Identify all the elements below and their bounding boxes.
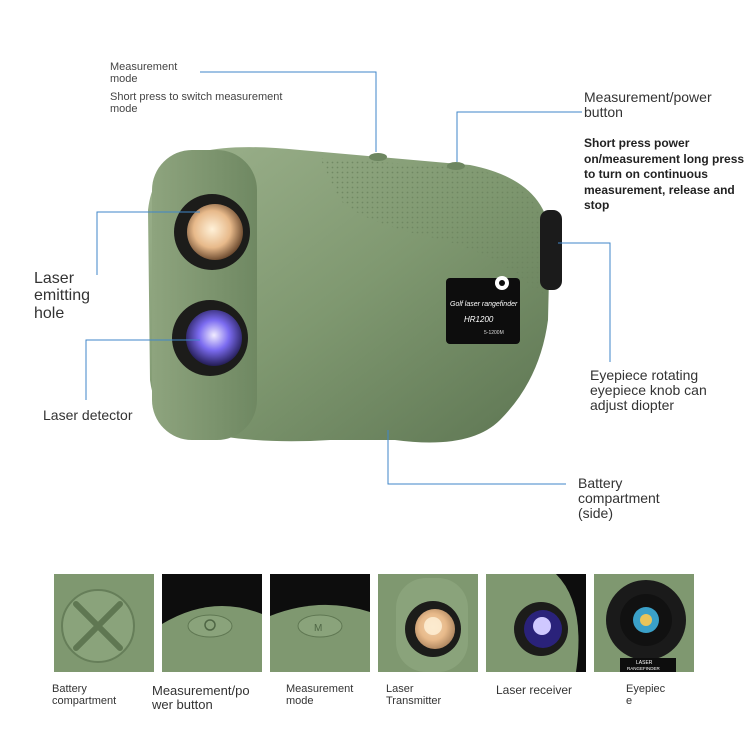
mode-title-label: Measurement mode <box>110 61 178 85</box>
battery-label: Battery compartment (side) <box>578 475 660 522</box>
mode-desc-label: Short press to switch measurement mode <box>110 91 283 115</box>
caption-power: Measurement/po wer button <box>152 683 250 712</box>
eyepiece-knob <box>540 210 562 290</box>
caption-mode: Measurement mode <box>286 683 354 707</box>
line-laser-hole <box>96 211 200 275</box>
power-title-label: Measurement/power button <box>584 89 712 121</box>
grip-texture <box>320 158 545 300</box>
line-laser-detector <box>85 339 200 400</box>
caption-eyepiece: Eyepiec e <box>626 683 666 707</box>
thumb-power-button <box>162 574 262 672</box>
thumb-eyepiece: LASER RANGEFINDER <box>594 574 694 672</box>
eyepiece-line1: LASER <box>636 660 653 666</box>
badge-line1: Golf laser rangefinder <box>450 301 518 308</box>
caption-receiver: Laser receiver <box>496 683 573 697</box>
thumb-battery-compartment <box>54 574 154 672</box>
laser-hole-label: Laser emitting hole <box>34 270 91 322</box>
mode-button <box>369 153 387 161</box>
line-battery <box>387 430 566 485</box>
badge-range: 5-1200M <box>484 330 504 336</box>
line-power <box>456 111 582 162</box>
line-eyepiece <box>558 242 611 362</box>
model-badge <box>446 278 520 344</box>
callout-lines <box>85 71 611 485</box>
power-desc-label: Short press power on/measurement long pr… <box>584 136 745 213</box>
eyepiece-line2: RANGEFINDER <box>627 666 661 671</box>
eyepiece-label: Eyepiece rotating eyepiece knob can adju… <box>590 367 707 414</box>
front-face <box>152 150 257 440</box>
badge-model: HR1200 <box>464 315 494 324</box>
laser-emitting-lens <box>187 204 243 260</box>
caption-transmitter: Laser Transmitter <box>386 683 442 707</box>
caption-battery: Battery compartment <box>52 683 117 707</box>
thumb-mode-button: M <box>270 574 370 672</box>
line-mode <box>200 71 377 152</box>
svg-text:M: M <box>314 623 322 634</box>
power-button <box>447 162 465 170</box>
thumb-laser-receiver <box>486 574 586 672</box>
laser-detector-label: Laser detector <box>43 407 133 423</box>
laser-detector-lens <box>186 310 242 366</box>
thumb-laser-transmitter <box>378 574 478 672</box>
rangefinder-illustration: Golf laser rangefinder HR1200 5-1200M <box>85 71 611 485</box>
